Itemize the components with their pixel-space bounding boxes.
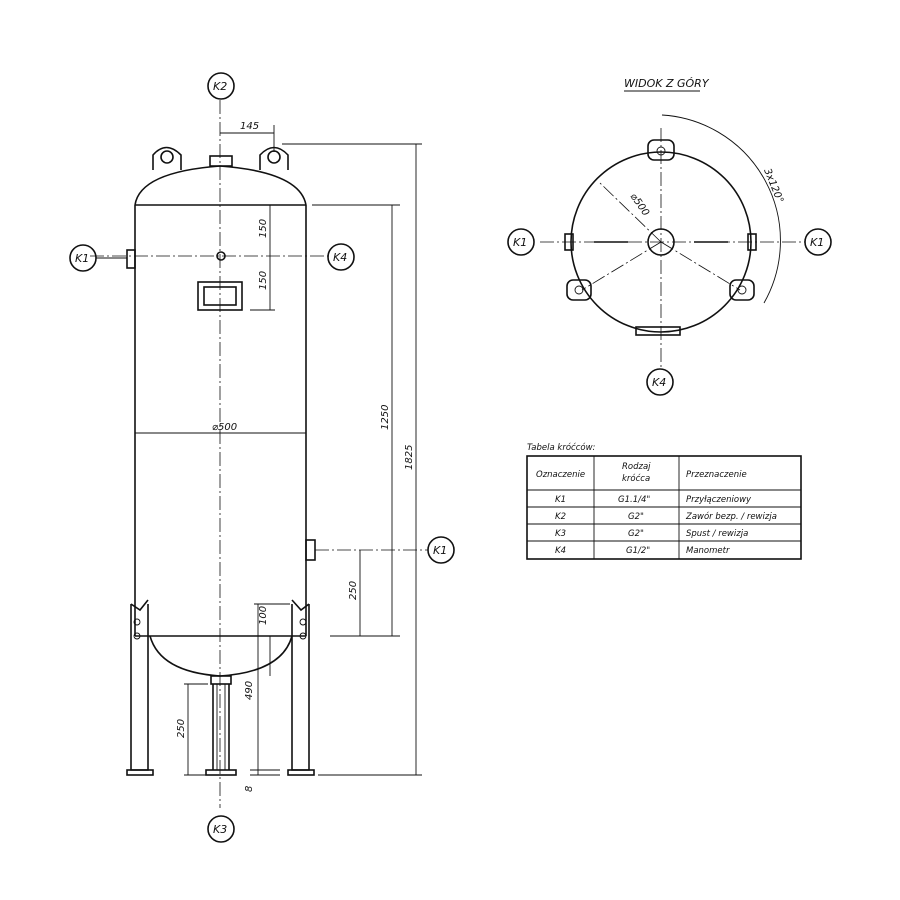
svg-text:G2": G2"	[628, 529, 644, 539]
svg-text:K2: K2	[555, 512, 566, 522]
svg-text:G1.1/4": G1.1/4"	[618, 495, 650, 505]
bubble-top-k1-left: K1	[507, 228, 535, 256]
leg-right	[287, 599, 315, 776]
bubble-k1-right: K1	[427, 536, 455, 564]
top-lug-1	[647, 139, 675, 161]
connector-table: Tabela króćców: Oznaczenie Rodzaj króćca…	[526, 442, 802, 560]
svg-text:250: 250	[348, 581, 359, 600]
svg-text:Spust / rewizja: Spust / rewizja	[686, 529, 748, 539]
svg-text:G1/2": G1/2"	[626, 546, 650, 556]
bubble-k3: K3	[207, 815, 235, 843]
bubble-k1-left: K1	[69, 244, 127, 272]
dim-base-8: 8	[244, 769, 280, 792]
top-lug-3	[729, 279, 755, 301]
table-row: K2 G2" Zawór bezp. / rewizja	[555, 511, 777, 522]
bubble-top-k4: K4	[646, 368, 674, 396]
svg-text:K1: K1	[810, 236, 824, 249]
svg-text:G2": G2"	[628, 512, 644, 522]
table-row: K1 G1.1/4" Przyłączeniowy	[555, 495, 752, 505]
svg-text:150: 150	[258, 219, 269, 238]
bubble-k2: K2	[207, 72, 235, 100]
svg-text:3x120°: 3x120°	[761, 167, 785, 205]
svg-text:K1: K1	[513, 236, 527, 249]
header-col1: Oznaczenie	[536, 470, 585, 480]
header-col2-line2: króćca	[622, 473, 650, 484]
svg-text:100: 100	[258, 606, 269, 625]
svg-text:K1: K1	[75, 252, 89, 265]
dim-legs: 100 490	[244, 603, 290, 775]
svg-text:Przyłączeniowy: Przyłączeniowy	[686, 495, 752, 505]
header-col3: Przeznaczenie	[686, 470, 747, 480]
svg-text:K4: K4	[333, 251, 347, 264]
nozzle-k1-right	[305, 539, 316, 561]
svg-text:K1: K1	[433, 544, 447, 557]
dim-1250: 1250	[312, 204, 400, 637]
dim-diameter: ⌀500	[135, 422, 306, 434]
bubble-k4-side: K4	[327, 243, 355, 271]
svg-text:Zawór bezp. / rewizja: Zawór bezp. / rewizja	[685, 511, 777, 522]
dim-k1-250: 250	[348, 550, 361, 636]
inspection-hole-outer	[197, 281, 243, 311]
table-row: K4 G1/2" Manometr	[555, 546, 730, 556]
svg-text:K3: K3	[555, 529, 566, 539]
side-view: 145 150 150 ⌀500 1250 1825	[69, 72, 455, 843]
svg-text:145: 145	[240, 121, 259, 132]
svg-text:⌀500: ⌀500	[212, 422, 237, 433]
top-dome	[134, 165, 307, 206]
dim-150-stack: 150 150	[250, 205, 275, 311]
svg-text:⌀500: ⌀500	[628, 191, 651, 218]
inspection-hole-inner	[203, 286, 237, 306]
dim-1825: 1825	[282, 143, 422, 776]
bottom-dome	[149, 635, 293, 677]
dim-drain-250: 250	[176, 683, 208, 776]
bubble-top-k1-right: K1	[804, 228, 832, 256]
top-nozzle-k2	[209, 155, 233, 167]
angle-arc	[661, 114, 781, 304]
svg-text:Manometr: Manometr	[686, 546, 730, 556]
top-view: WIDOK Z GÓRY ⌀500	[507, 77, 832, 396]
svg-text:K4: K4	[652, 376, 666, 389]
svg-text:K4: K4	[555, 546, 566, 556]
svg-text:K1: K1	[555, 495, 566, 505]
svg-text:150: 150	[258, 271, 269, 290]
lifting-lug-left	[152, 146, 182, 170]
svg-text:K2: K2	[213, 80, 227, 93]
svg-text:490: 490	[244, 681, 255, 700]
drain-pipe-k3	[205, 675, 237, 776]
svg-text:1250: 1250	[380, 405, 391, 430]
table-row: K3 G2" Spust / rewizja	[555, 529, 748, 539]
svg-text:1825: 1825	[404, 445, 415, 470]
dim-145: 145	[220, 121, 275, 152]
top-lug-2	[566, 279, 592, 301]
svg-text:K3: K3	[213, 823, 227, 836]
leg-left	[126, 599, 154, 776]
header-col2-line1: Rodzaj	[622, 462, 651, 472]
top-view-title: WIDOK Z GÓRY	[624, 77, 710, 90]
nozzle-k1-left	[126, 249, 136, 269]
svg-text:8: 8	[244, 786, 255, 792]
svg-text:250: 250	[176, 719, 187, 738]
table-caption: Tabela króćców:	[527, 442, 596, 453]
